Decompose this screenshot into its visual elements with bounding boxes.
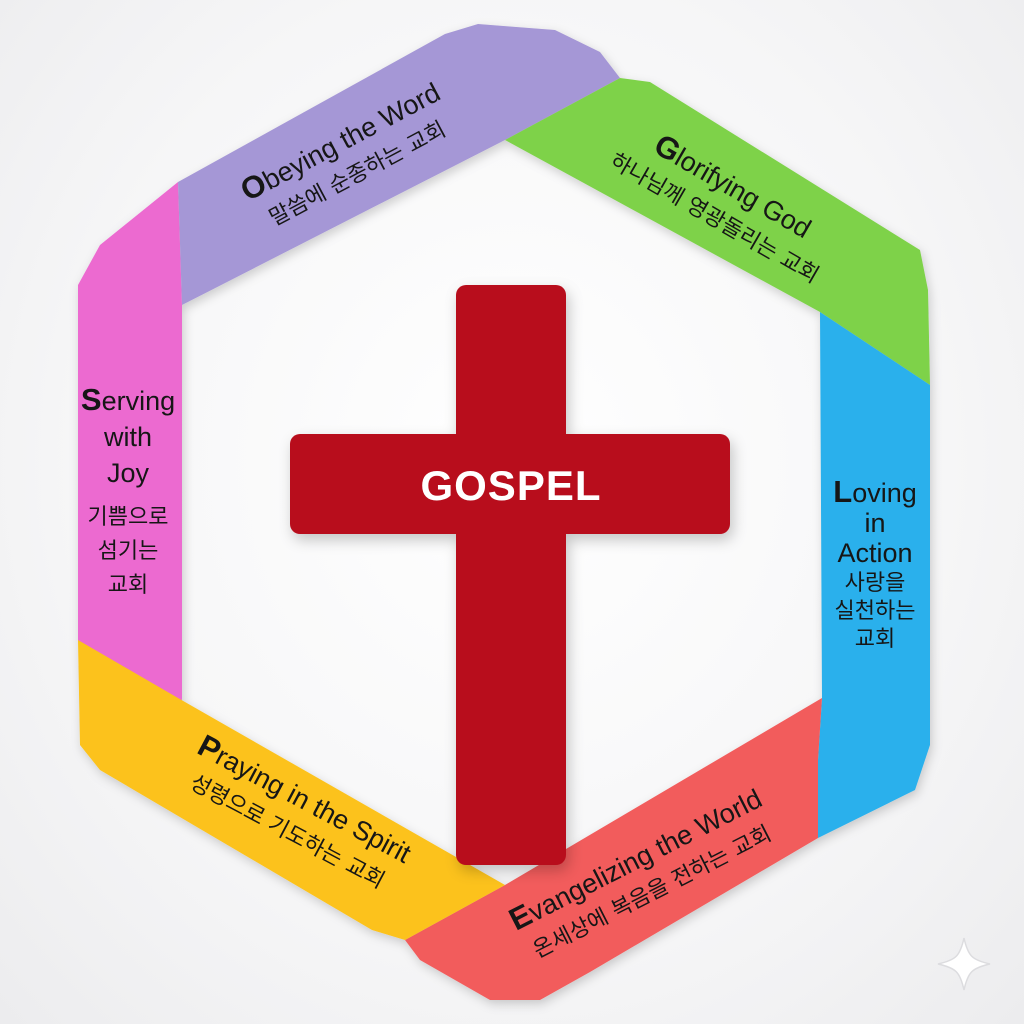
- segment-obeying-the-word: [178, 24, 620, 305]
- cross: [290, 285, 730, 865]
- segment-loving-in-action: [818, 312, 930, 838]
- loving-line-3: Action: [837, 538, 912, 568]
- serving-line-1: erving: [102, 386, 176, 416]
- serving-initial: S: [81, 382, 102, 417]
- cross-horizontal-beam: [290, 434, 730, 534]
- loving-title: Loving: [833, 474, 916, 509]
- segment-serving-with-joy: [78, 182, 182, 760]
- segment-praying-in-the-spirit: [78, 640, 505, 940]
- loving-line-2: in: [864, 508, 885, 538]
- loving-korean-2: 실천하는: [835, 599, 916, 624]
- label-loving: Loving in Action 사랑을 실천하는 교회: [833, 474, 916, 652]
- hexagon-ribbon: [78, 24, 930, 1000]
- loving-initial: L: [833, 474, 852, 509]
- segment-evangelizing-the-world: [405, 698, 822, 1000]
- loving-line-1: oving: [852, 478, 917, 508]
- serving-title: Serving: [81, 382, 175, 417]
- sparkle-icon: [937, 937, 991, 991]
- serving-korean-3: 교회: [108, 573, 148, 598]
- serving-korean-1: 기쁨으로: [88, 505, 169, 530]
- serving-line-2: with: [103, 422, 152, 452]
- cross-vertical-beam: [456, 285, 566, 865]
- segment-glorifying-god: [505, 78, 930, 385]
- loving-korean-3: 교회: [855, 627, 895, 652]
- serving-line-3: Joy: [107, 458, 150, 488]
- loving-korean-1: 사랑을: [845, 571, 906, 596]
- label-serving: Serving with Joy 기쁨으로 섬기는 교회: [81, 382, 175, 598]
- serving-korean-2: 섬기는: [98, 539, 159, 564]
- gospel-label: GOSPEL: [420, 462, 601, 509]
